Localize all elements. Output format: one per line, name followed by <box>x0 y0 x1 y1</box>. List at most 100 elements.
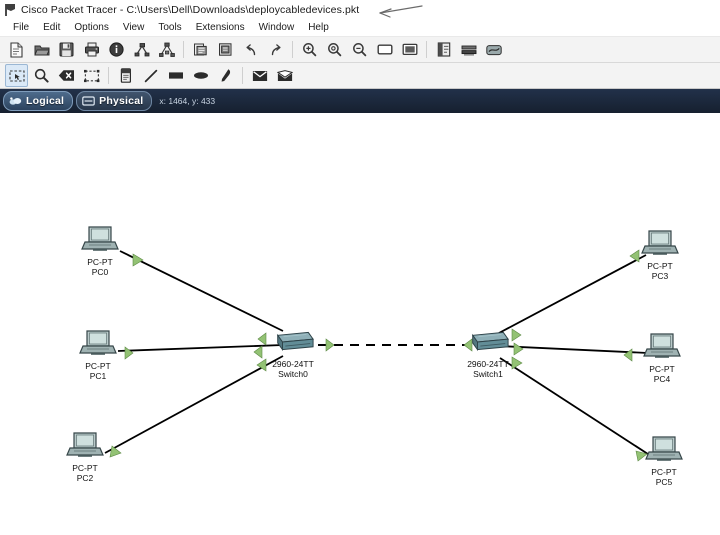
network-info-button[interactable] <box>130 38 153 61</box>
tools-separator-1 <box>108 67 109 84</box>
device-pc2[interactable]: PC-PT PC2 <box>47 429 123 483</box>
draw-rectangle-tool-button[interactable] <box>164 64 187 87</box>
draw-line-tool-button[interactable] <box>139 64 162 87</box>
device-switch0[interactable]: 2960-24TT Switch0 <box>255 325 331 379</box>
device-model-label: PC-PT <box>87 257 113 267</box>
link-status-sw1-c <box>511 356 523 370</box>
device-name-label: PC3 <box>651 271 669 281</box>
device-model-label: PC-PT <box>651 467 677 477</box>
link-pc2-switch0 <box>104 355 284 454</box>
toolbar-panel-button[interactable] <box>432 38 455 61</box>
link-status-sw1-b <box>513 342 524 356</box>
toolbar-separator-3 <box>426 41 427 58</box>
viewport-button[interactable] <box>398 38 421 61</box>
draw-ellipse-tool-button[interactable] <box>189 64 212 87</box>
undo-arrow-button[interactable] <box>239 38 262 61</box>
tab-logical-label: Logical <box>26 95 65 107</box>
copy-devices-button[interactable] <box>155 38 178 61</box>
menu-help[interactable]: Help <box>308 22 329 33</box>
window-title: Cisco Packet Tracer - C:\Users\Dell\Down… <box>21 3 360 16</box>
delete-tool-button[interactable] <box>55 64 78 87</box>
network-view-button[interactable] <box>457 38 480 61</box>
logical-workspace-canvas[interactable]: PC-PT PC0 PC-PT PC1 PC-PT PC2 2960-24TT … <box>0 113 720 531</box>
inspect-tool-button[interactable] <box>30 64 53 87</box>
switch-icon <box>271 325 315 359</box>
link-status-sw0-c <box>256 358 267 372</box>
menu-file[interactable]: File <box>13 22 30 33</box>
draw-freeform-tool-button[interactable] <box>214 64 237 87</box>
place-note-tool-button[interactable] <box>114 64 137 87</box>
device-model-label: PC-PT <box>649 364 675 374</box>
print-button[interactable] <box>80 38 103 61</box>
zoom-out-button[interactable] <box>348 38 371 61</box>
network-links-layer <box>104 249 652 462</box>
save-button[interactable] <box>55 38 78 61</box>
device-model-label: PC-PT <box>72 463 98 473</box>
device-pc3[interactable]: PC-PT PC3 <box>622 227 698 281</box>
activity-wizard-button[interactable] <box>105 38 128 61</box>
device-model-label: PC-PT <box>85 361 111 371</box>
device-name-label: PC0 <box>91 267 109 277</box>
device-name-label: PC4 <box>653 374 671 384</box>
menu-options[interactable]: Options <box>74 22 109 33</box>
link-status-sw1-a <box>511 328 522 342</box>
zoom-reset-button[interactable] <box>323 38 346 61</box>
switch-icon <box>466 325 510 359</box>
new-file-button[interactable] <box>5 38 28 61</box>
zoom-in-button[interactable] <box>298 38 321 61</box>
add-complex-pdu-button[interactable] <box>273 64 296 87</box>
menu-extensions[interactable]: Extensions <box>195 22 245 33</box>
device-name-label: Switch1 <box>473 369 503 379</box>
link-status-sw0-link <box>325 338 335 352</box>
pc-icon <box>78 223 122 257</box>
device-name-label: PC1 <box>89 371 107 381</box>
pc-icon <box>642 433 686 467</box>
redo-arrow-button[interactable] <box>264 38 287 61</box>
pc-icon <box>76 327 120 361</box>
device-name-label: Switch0 <box>278 369 308 379</box>
device-pc1[interactable]: PC-PT PC1 <box>60 327 136 381</box>
device-pc0[interactable]: PC-PT PC0 <box>62 223 138 277</box>
menu-tools[interactable]: Tools <box>158 22 182 33</box>
device-model-label: 2960-24TT <box>272 359 314 369</box>
device-pc4[interactable]: PC-PT PC4 <box>624 330 700 384</box>
open-folder-button[interactable] <box>30 38 53 61</box>
link-status-pc3 <box>629 249 640 263</box>
tab-logical[interactable]: Logical <box>3 91 74 111</box>
pc-icon <box>638 227 682 261</box>
view-mode-bar: Logical Physical x: 1464, y: 433 <box>0 89 720 113</box>
resize-shape-tool-button[interactable] <box>80 64 103 87</box>
tab-physical[interactable]: Physical <box>76 91 153 111</box>
device-switch1[interactable]: 2960-24TT Switch1 <box>450 325 526 379</box>
device-name-label: PC2 <box>76 473 94 483</box>
physical-rack-icon <box>82 96 95 107</box>
device-pc5[interactable]: PC-PT PC5 <box>626 433 702 487</box>
add-simple-pdu-button[interactable] <box>248 64 271 87</box>
main-toolbar <box>0 37 720 63</box>
tab-physical-label: Physical <box>99 95 144 107</box>
device-model-label: 2960-24TT <box>467 359 509 369</box>
menu-view[interactable]: View <box>122 22 145 33</box>
device-model-label: PC-PT <box>647 261 673 271</box>
link-status-sw0-b <box>253 345 263 359</box>
network-cloud-button[interactable] <box>482 38 505 61</box>
packet-tracer-flag-icon <box>4 3 16 16</box>
menu-edit[interactable]: Edit <box>43 22 61 33</box>
link-status-pc0 <box>132 253 144 267</box>
pc-icon <box>63 429 107 463</box>
pc-icon <box>640 330 684 364</box>
link-status-pc1 <box>124 346 134 360</box>
paste-devices-button[interactable] <box>189 38 212 61</box>
link-status-pc2 <box>109 445 122 458</box>
link-status-pc5 <box>635 450 648 462</box>
palette-window-button[interactable] <box>373 38 396 61</box>
cursor-coordinates: x: 1464, y: 433 <box>159 96 216 106</box>
toolbar-separator-2 <box>292 41 293 58</box>
menu-window[interactable]: Window <box>258 22 295 33</box>
toolbar-separator-1 <box>183 41 184 58</box>
tools-separator-2 <box>242 67 243 84</box>
title-bar: Cisco Packet Tracer - C:\Users\Dell\Down… <box>0 0 720 19</box>
select-tool-button[interactable] <box>5 64 28 87</box>
custom-devices-button[interactable] <box>214 38 237 61</box>
